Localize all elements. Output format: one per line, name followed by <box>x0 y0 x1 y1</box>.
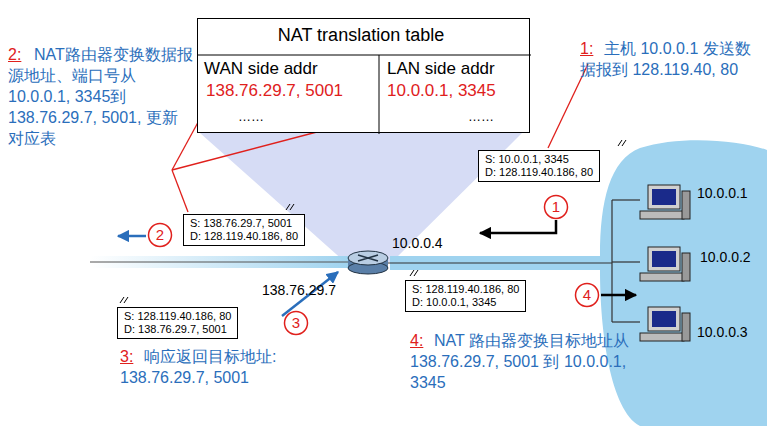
step-note: 主机 10.0.0.1 发送数据报到 128.119.40, 80 <box>580 38 760 80</box>
flow-arrow <box>480 220 556 233</box>
table-cell: 10.0.0.1, 3345 <box>387 81 496 101</box>
host-address: 10.0.0.3 <box>697 322 748 343</box>
table-cell: …… <box>468 109 494 124</box>
packet-field: S: 138.76.29.7, 5001 <box>190 217 298 230</box>
host-icons <box>640 185 690 341</box>
step-number: 3: <box>120 346 133 367</box>
callout-number: 3 <box>283 310 309 336</box>
step-number: 2: <box>8 44 21 65</box>
packet-field: D: 10.0.0.1, 3345 <box>412 296 519 309</box>
router-symbol <box>348 251 388 274</box>
callout-digit: 4 <box>574 282 600 308</box>
step-note: NAT 路由器变换目标地址从 138.76.29.7, 5001 到 10.0.… <box>410 330 635 393</box>
callout-number: 4 <box>574 282 600 308</box>
callout-digit: 3 <box>283 310 309 336</box>
packet-field: D: 128.119.40.186, 80 <box>190 230 298 243</box>
callout-digit: 2 <box>147 222 173 248</box>
callout-digit: 1 <box>543 194 569 220</box>
step-number: 4: <box>410 330 423 351</box>
packet-box: S: 128.119.40.186, 80D: 138.76.29.7, 500… <box>117 307 238 339</box>
router-address: 138.76.29.7 <box>262 280 336 301</box>
step-note: NAT路由器变换数据报源地址、端口号从 10.0.0.1, 3345到 138.… <box>8 44 193 149</box>
wan-wire <box>90 262 350 263</box>
packet-field: D: 128.119.40.186, 80 <box>485 166 593 179</box>
packet-field: D: 138.76.29.7, 5001 <box>124 323 231 336</box>
lan-wire <box>611 200 612 322</box>
wan-band <box>90 256 350 268</box>
lan-wire <box>612 321 640 322</box>
lan-region <box>390 140 767 426</box>
host-address: 10.0.0.2 <box>700 247 751 268</box>
packet-box: S: 138.76.29.7, 5001D: 128.119.40.186, 8… <box>183 214 305 246</box>
flow-arrow <box>601 294 636 297</box>
table-cell: NAT translation table <box>198 25 524 46</box>
packet-field: S: 128.119.40.186, 80 <box>124 310 231 323</box>
packet-field: S: 128.119.40.186, 80 <box>412 283 519 296</box>
step-number: 1: <box>580 38 593 59</box>
step-note: 响应返回目标地址: 138.76.29.7, 5001 <box>120 346 330 388</box>
router-address: 10.0.0.4 <box>392 233 443 254</box>
callout-number: 2 <box>147 222 173 248</box>
packet-box: S: 128.119.40.186, 80D: 10.0.0.1, 3345 <box>405 280 526 312</box>
host-address: 10.0.0.1 <box>697 183 748 204</box>
lan-wire <box>612 261 640 262</box>
table-cell: LAN side addr <box>387 59 495 79</box>
break-marks <box>120 140 626 303</box>
flow-arrow <box>118 235 146 238</box>
nat-table: NAT translation tableWAN side addr LAN si… <box>197 18 530 133</box>
packet-box: S: 10.0.0.1, 3345D: 128.119.40.186, 80 <box>478 150 600 182</box>
table-cell: 138.76.29.7, 5001 <box>206 81 343 101</box>
lan-wire <box>388 262 612 263</box>
table-cell: WAN side addr <box>204 59 318 79</box>
callout-number: 1 <box>543 194 569 220</box>
packet-field: S: 10.0.0.1, 3345 <box>485 153 593 166</box>
lan-wire <box>612 199 640 200</box>
table-cell: …… <box>238 109 264 124</box>
